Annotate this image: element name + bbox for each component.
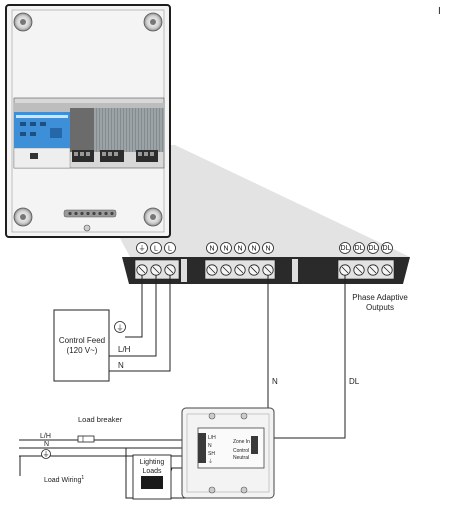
terminal-label-output-2: DL bbox=[353, 242, 365, 254]
svg-text:⏚: ⏚ bbox=[43, 451, 50, 459]
wallbox-screw-icon bbox=[240, 486, 248, 494]
lighting-loads-box: Lighting Loads bbox=[132, 454, 172, 500]
knockout-strip bbox=[63, 209, 117, 218]
svg-text:⏚: ⏚ bbox=[139, 245, 146, 253]
dimmer-zone-in: Zone In bbox=[233, 439, 250, 445]
load-wiring-label: Load Wiring1 bbox=[44, 475, 84, 484]
panel-enclosure bbox=[5, 4, 171, 238]
svg-text:N: N bbox=[251, 246, 256, 253]
wire-n-label: N bbox=[272, 377, 278, 386]
terminal-screw-icon bbox=[220, 264, 232, 276]
outputs-caption: Phase Adaptive bbox=[352, 293, 408, 302]
lighting-loads-label: Lighting bbox=[140, 459, 165, 466]
dimmer-term-ground: ⏚ bbox=[208, 458, 213, 465]
terminal-screw-icon bbox=[234, 264, 246, 276]
terminal-label-control-3: L bbox=[164, 242, 176, 254]
load-n-label: N bbox=[44, 441, 49, 448]
dimmer-wallbox: L/H N SH ⏚ Zone In Control Neutral bbox=[181, 407, 275, 499]
svg-text:DL: DL bbox=[383, 245, 392, 252]
wire-dl-label: DL bbox=[349, 377, 360, 386]
control-feed-title: Control Feed bbox=[59, 336, 105, 345]
svg-text:L: L bbox=[154, 246, 158, 253]
terminal-screw-icon bbox=[367, 264, 379, 276]
load-ground-icon: ⏚ bbox=[41, 449, 51, 459]
lighting-fixture-icon bbox=[141, 476, 163, 489]
terminal-screw-icon bbox=[353, 264, 365, 276]
terminal-label-neutral-5: N bbox=[262, 242, 274, 254]
control-feed-lh-label: L/H bbox=[118, 345, 131, 354]
terminal-screw-icon bbox=[150, 264, 162, 276]
mounting-screw-icon bbox=[13, 207, 33, 227]
terminal-screw-icon bbox=[339, 264, 351, 276]
terminal-screw-icon bbox=[164, 264, 176, 276]
control-feed-n-label: N bbox=[118, 361, 124, 370]
load-breaker-icon bbox=[77, 435, 95, 443]
outputs-caption-2: Outputs bbox=[366, 303, 394, 312]
terminal-block-outputs bbox=[337, 259, 395, 280]
page-marker: I bbox=[438, 6, 441, 17]
dimmer-neutral: Neutral bbox=[233, 455, 249, 461]
svg-text:DL: DL bbox=[355, 245, 364, 252]
din-module bbox=[13, 97, 165, 169]
terminal-label-output-4: DL bbox=[381, 242, 393, 254]
svg-text:DL: DL bbox=[369, 245, 378, 252]
terminal-strip bbox=[122, 257, 410, 284]
dimmer-control: Control bbox=[233, 448, 249, 454]
terminal-label-output-1: DL bbox=[339, 242, 351, 254]
terminal-label-neutral-2: N bbox=[220, 242, 232, 254]
terminal-screw-icon bbox=[248, 264, 260, 276]
mounting-screw-icon bbox=[143, 207, 163, 227]
wallbox-screw-icon bbox=[240, 412, 248, 420]
dimmer-term-sh: SH bbox=[208, 451, 215, 457]
mounting-screw-icon bbox=[13, 12, 33, 32]
terminal-label-output-3: DL bbox=[367, 242, 379, 254]
control-feed-box: Control Feed (120 V~) bbox=[53, 309, 110, 382]
terminal-label-control-2: L bbox=[150, 242, 162, 254]
terminal-block-neutral bbox=[204, 259, 276, 280]
control-feed-ground-icon: ⏚ bbox=[114, 321, 126, 333]
terminal-label-control-1: ⏚ bbox=[136, 242, 148, 254]
terminal-block-control bbox=[134, 259, 180, 280]
lighting-loads-label-2: Loads bbox=[142, 468, 162, 475]
svg-text:L: L bbox=[168, 246, 172, 253]
svg-text:N: N bbox=[237, 246, 242, 253]
mounting-screw-icon bbox=[143, 12, 163, 32]
terminal-label-neutral-1: N bbox=[206, 242, 218, 254]
svg-text:⏚: ⏚ bbox=[117, 324, 124, 332]
svg-text:N: N bbox=[209, 246, 214, 253]
dimmer-term-n: N bbox=[208, 443, 212, 449]
wallbox-screw-icon bbox=[208, 412, 216, 420]
terminal-label-neutral-3: N bbox=[234, 242, 246, 254]
wallbox-screw-icon bbox=[208, 486, 216, 494]
terminal-label-neutral-4: N bbox=[248, 242, 260, 254]
svg-text:DL: DL bbox=[341, 245, 350, 252]
control-feed-voltage: (120 V~) bbox=[67, 346, 98, 355]
terminal-screw-icon bbox=[262, 264, 274, 276]
dimmer-term-lh: L/H bbox=[208, 435, 216, 441]
svg-text:N: N bbox=[223, 246, 228, 253]
terminal-screw-icon bbox=[206, 264, 218, 276]
load-breaker-label: Load breaker bbox=[78, 415, 123, 424]
terminal-screw-icon bbox=[381, 264, 393, 276]
load-lh-label: L/H bbox=[40, 433, 51, 440]
terminal-screw-icon bbox=[136, 264, 148, 276]
svg-text:N: N bbox=[265, 246, 270, 253]
lock-hole-icon bbox=[83, 224, 91, 232]
